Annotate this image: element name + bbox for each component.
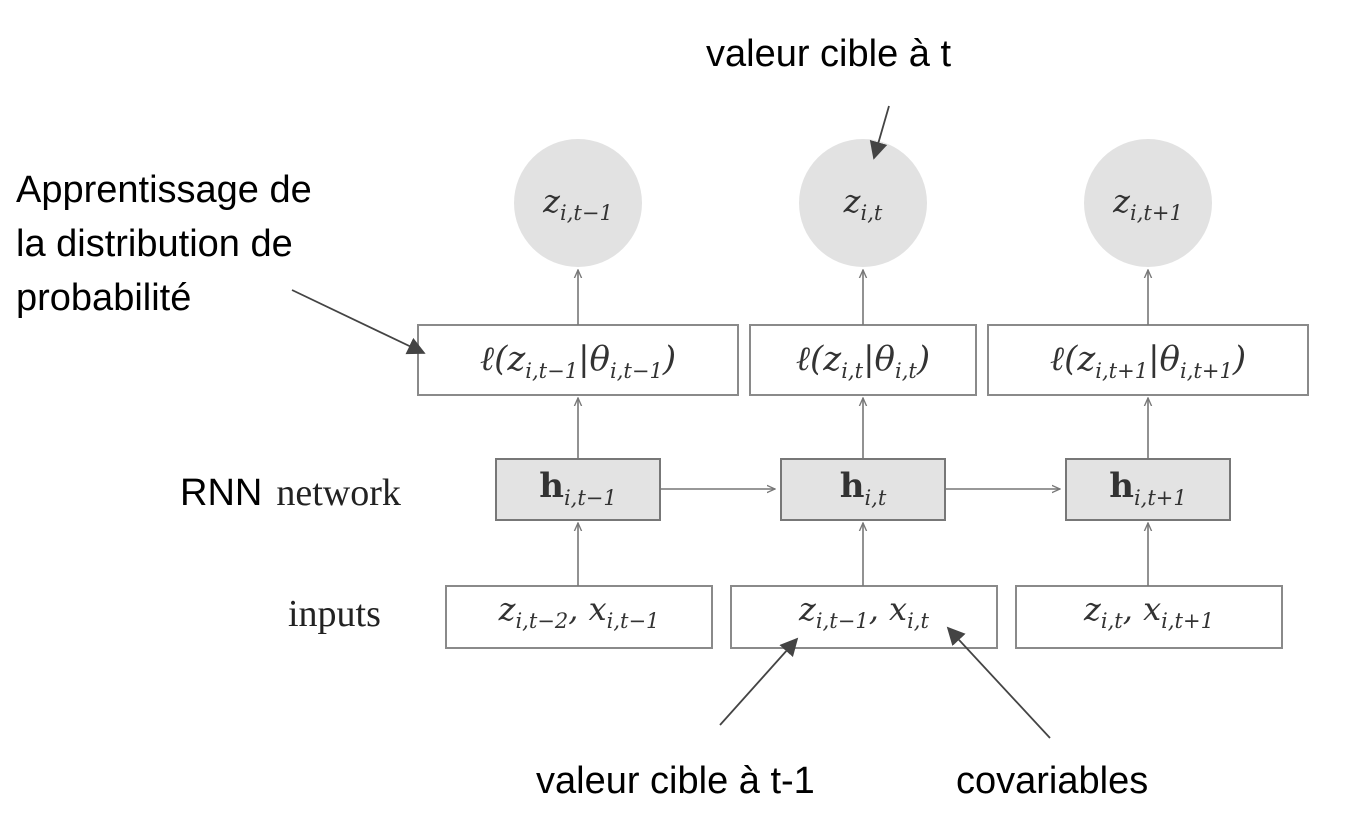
likelihood-label-t-minus-1: ℓ(zi,t−1|θi,t−1)	[480, 339, 676, 383]
hidden-label-t: hi,t	[840, 466, 887, 510]
hidden-label-t-plus-1: hi,t+1	[1109, 466, 1187, 510]
likelihood-label-t: ℓ(zi,t|θi,t)	[796, 339, 930, 383]
input-box-t-plus-1	[1015, 585, 1283, 649]
output-label-t-plus-1: zi,t+1	[1112, 182, 1183, 225]
annotation-arrow-distribution	[291, 289, 426, 355]
likelihood-label-t-plus-1: ℓ(zi,t+1|θi,t+1)	[1050, 339, 1246, 383]
annotation-distribution-line-1: Apprentissage de	[16, 169, 312, 211]
output-node-t-plus-1	[1084, 139, 1212, 267]
input-box-t	[730, 585, 998, 649]
inputs-row-label: inputs	[288, 593, 381, 635]
input-label-t: zi,t−1, xi,t	[798, 590, 929, 633]
output-label-t: zi,t	[843, 182, 883, 225]
annotation-arrow-target-t-minus-1	[719, 637, 799, 726]
annotation-target-t-minus-1: valeur cible à t-1	[536, 760, 815, 802]
annotation-distribution-line-2: la distribution de	[16, 223, 293, 265]
annotation-arrow-target-t	[869, 105, 890, 160]
input-box-t-minus-1	[445, 585, 713, 649]
annotation-distribution-line-3: probabilité	[16, 277, 191, 319]
annotation-arrow-covariates	[946, 626, 1051, 739]
output-label-t-minus-1: zi,t−1	[542, 182, 613, 225]
output-node-t	[799, 139, 927, 267]
annotation-covariates: covariables	[956, 760, 1148, 802]
hidden-label-t-minus-1: hi,t−1	[539, 466, 617, 510]
likelihood-box-t-plus-1	[987, 324, 1309, 396]
likelihood-box-t	[749, 324, 977, 396]
output-node-t-minus-1	[514, 139, 642, 267]
annotation-target-t: valeur cible à t	[706, 33, 951, 75]
input-label-t-plus-1: zi,t, xi,t+1	[1083, 590, 1214, 633]
input-label-t-minus-1: zi,t−2, xi,t−1	[498, 590, 660, 633]
